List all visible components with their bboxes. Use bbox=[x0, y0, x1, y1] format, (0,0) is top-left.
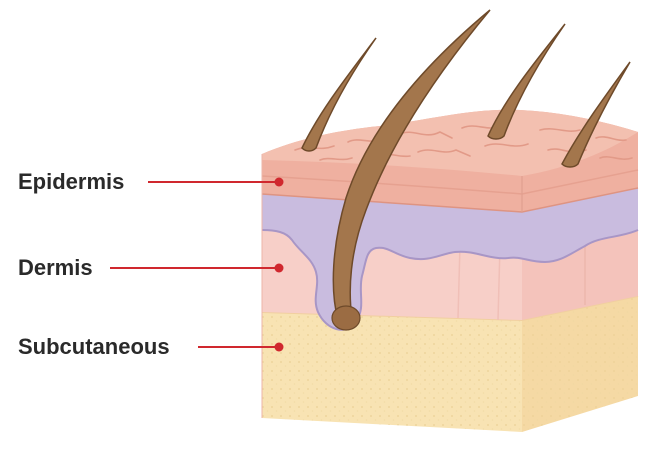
dermis-marker bbox=[275, 264, 284, 273]
epidermis-marker bbox=[275, 178, 284, 187]
subcutaneous-marker bbox=[275, 343, 284, 352]
dermis-label: Dermis bbox=[18, 255, 93, 281]
label-leaders bbox=[110, 178, 284, 352]
epidermis-label: Epidermis bbox=[18, 169, 124, 195]
subcutaneous-label: Subcutaneous bbox=[18, 334, 170, 360]
